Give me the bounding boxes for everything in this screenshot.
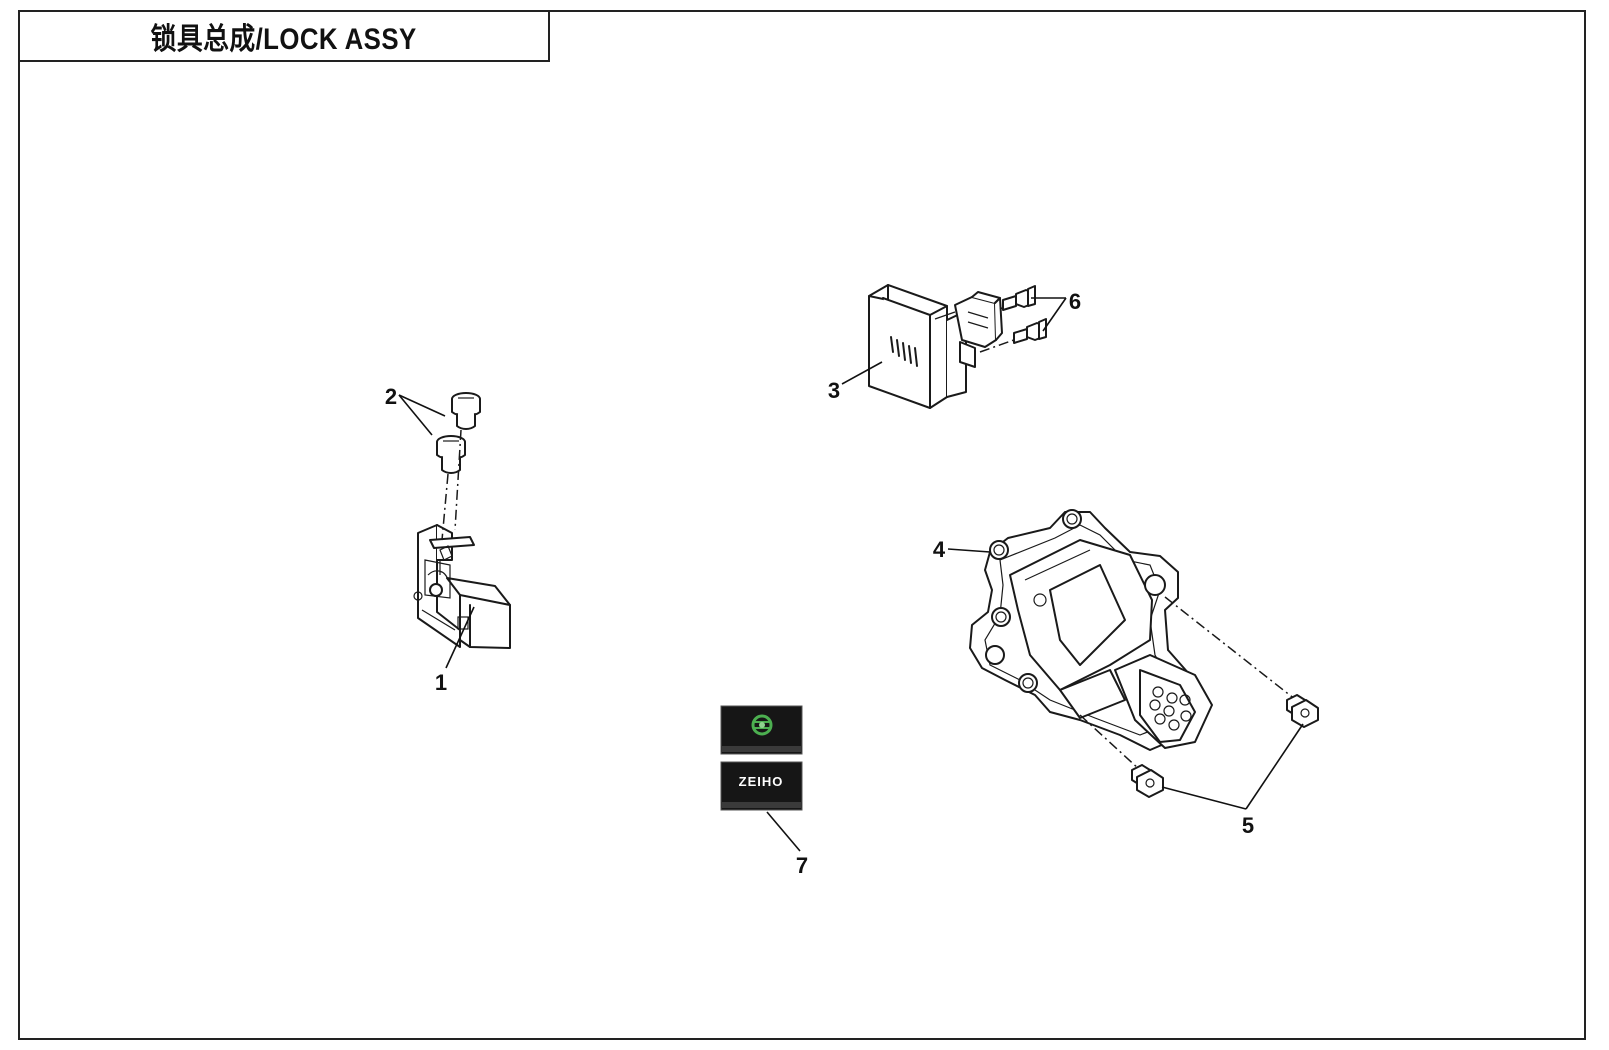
part-3-switch — [868, 284, 1026, 409]
title-box: 锁具总成/LOCK ASSY — [18, 10, 550, 62]
emblem-logo-icon — [751, 714, 773, 736]
callout-2: 2 — [385, 384, 397, 409]
page-title: 锁具总成/LOCK ASSY — [151, 23, 417, 56]
callout-5: 5 — [1242, 813, 1254, 838]
emblem-brand-text: ZEIHO — [739, 774, 784, 789]
part-6-bolts — [1002, 285, 1047, 344]
callout-6: 6 — [1069, 289, 1081, 314]
drawing-frame — [18, 10, 1586, 1040]
callout-labels: 1 2 3 4 5 6 7 — [385, 289, 1254, 878]
part-1-lock-latch — [413, 524, 511, 649]
callout-4: 4 — [933, 537, 946, 562]
part-7-emblem-cards: ZEIHO — [720, 705, 803, 811]
callout-1: 1 — [435, 670, 447, 695]
leader-lines — [398, 297, 1304, 852]
callout-3: 3 — [828, 378, 840, 403]
callout-7: 7 — [796, 853, 808, 878]
part-2-screws — [436, 392, 481, 541]
part-5-bolts — [1131, 694, 1319, 798]
part-4-control-unit — [969, 509, 1297, 771]
